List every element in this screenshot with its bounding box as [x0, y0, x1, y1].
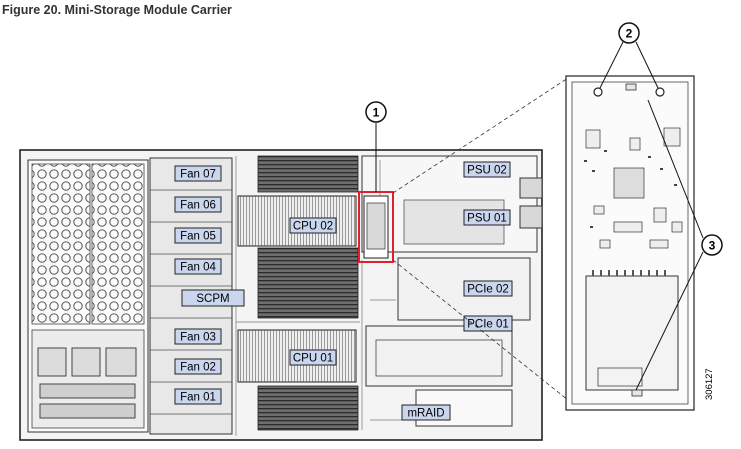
image-id: 306127	[704, 368, 715, 400]
mraid-text: mRAID	[407, 408, 444, 420]
callout-1-text: 1	[373, 106, 380, 120]
fan-03-label: Fan 03	[174, 328, 222, 345]
fan-03-text: Fan 03	[180, 332, 216, 344]
fan-07-text: Fan 07	[180, 169, 216, 181]
fan-02-text: Fan 02	[180, 362, 216, 374]
pcie-02-text: PCIe 02	[467, 284, 509, 296]
screw-top-left	[593, 87, 603, 97]
screw-top-right	[655, 87, 665, 97]
fan-02-label: Fan 02	[174, 358, 222, 375]
figure-title: Figure 20. Mini-Storage Module Carrier	[2, 3, 232, 17]
callout-leaders	[375, 41, 704, 391]
fan-06-label: Fan 06	[174, 196, 222, 213]
fan-05-text: Fan 05	[180, 231, 216, 243]
cpu-01-text: CPU 01	[293, 353, 333, 365]
psu-02-text: PSU 02	[467, 165, 507, 177]
psu-02-label: PSU 02	[463, 161, 511, 178]
cpu-02-text: CPU 02	[293, 221, 333, 233]
cpu-01-label: CPU 01	[289, 349, 337, 366]
fan-04-text: Fan 04	[180, 262, 216, 274]
projection-lines	[392, 77, 569, 401]
fan-labels: Fan 07 Fan 06 Fan 05 Fan 04 Fan 03 Fan 0…	[174, 165, 222, 405]
pcie-01-text: PCIe 01	[467, 319, 509, 331]
scpm-text: SCPM	[196, 293, 229, 305]
psu-01-label: PSU 01	[463, 209, 511, 226]
scpm-label: SCPM	[181, 289, 245, 307]
psu-01-text: PSU 01	[467, 213, 507, 225]
pcie-01-label: PCIe 01	[463, 315, 513, 332]
callout-2: 2	[618, 22, 640, 44]
callout-1: 1	[365, 101, 387, 123]
fan-01-label: Fan 01	[174, 388, 222, 405]
cpu-02-label: CPU 02	[289, 217, 337, 234]
fan-07-label: Fan 07	[174, 165, 222, 182]
fan-04-label: Fan 04	[174, 258, 222, 275]
callout-2-text: 2	[626, 27, 633, 41]
fan-06-text: Fan 06	[180, 200, 216, 212]
carrier-detail	[565, 75, 695, 411]
mini-storage-slot	[358, 191, 394, 263]
callout-3: 3	[701, 234, 723, 256]
callout-3-text: 3	[709, 239, 716, 253]
fan-05-label: Fan 05	[174, 227, 222, 244]
mraid-label: mRAID	[401, 404, 451, 421]
pcie-02-label: PCIe 02	[463, 280, 513, 297]
fan-01-text: Fan 01	[180, 392, 216, 404]
flash-module	[585, 275, 679, 391]
